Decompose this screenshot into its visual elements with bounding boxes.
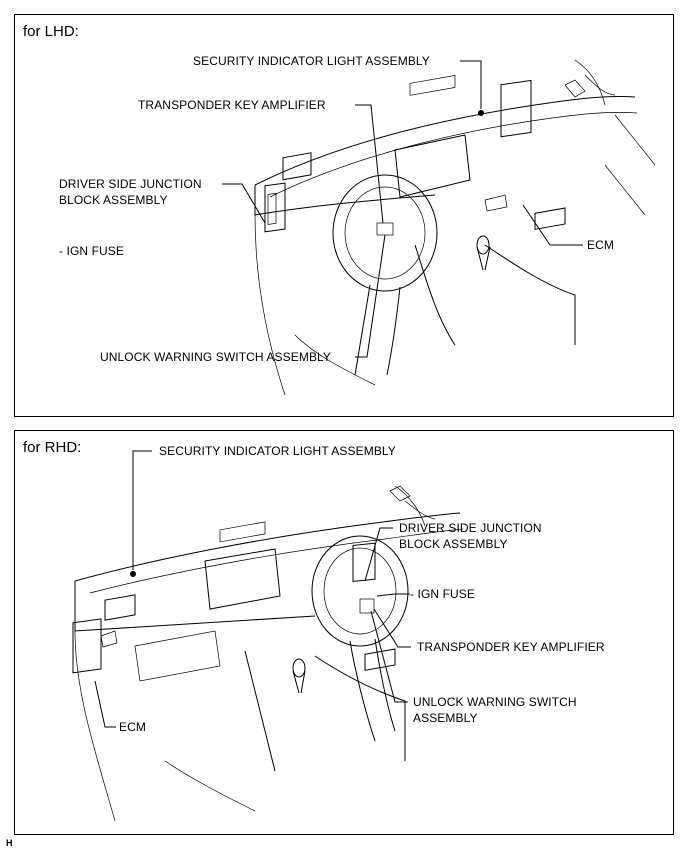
rhd-gear-shift <box>292 670 306 694</box>
lhd-leader-junction <box>222 183 266 224</box>
rhd-console <box>244 650 406 772</box>
rhd-label-security-indicator: SECURITY INDICATOR LIGHT ASSEMBLY <box>159 444 396 458</box>
rhd-label-ign-fuse: - IGN FUSE <box>410 587 476 601</box>
lhd-steering-wheel-outer <box>332 174 438 292</box>
rhd-pillar-right <box>394 485 436 527</box>
rhd-label-junction-line2: BLOCK ASSEMBLY <box>399 537 508 551</box>
lhd-panel-title: for LHD: <box>23 23 79 40</box>
lhd-label-ecm: ECM <box>587 238 614 252</box>
rhd-leader-unlock <box>370 610 408 703</box>
rhd-dashboard-illustration <box>72 450 464 822</box>
lhd-panel: for LHD: <box>14 14 674 417</box>
rhd-transponder-amp <box>359 598 375 614</box>
rhd-lower-trim <box>74 630 256 822</box>
rhd-leader-security <box>132 450 152 570</box>
lhd-center-vents <box>409 75 456 96</box>
rhd-panel-title: for RHD: <box>23 439 82 456</box>
rhd-security-light <box>130 571 136 577</box>
rhd-label-ecm: ECM <box>119 720 146 734</box>
lhd-pillar-right <box>574 59 616 106</box>
lhd-gear-knob <box>476 235 490 255</box>
lhd-dashboard-illustration <box>222 59 656 396</box>
rhd-dash-top-edge <box>74 512 461 582</box>
lhd-leader-transponder <box>355 104 384 224</box>
rhd-label-unlock-line2: ASSEMBLY <box>413 711 478 725</box>
rhd-mirror <box>389 485 411 502</box>
lhd-left-vent <box>282 152 312 181</box>
lhd-security-light <box>478 110 484 116</box>
lhd-lower-trim <box>254 214 376 396</box>
lhd-junction-block <box>264 182 286 233</box>
rhd-left-vent <box>104 594 136 621</box>
lhd-label-junction-line2: BLOCK ASSEMBLY <box>59 193 168 207</box>
rhd-dash-front-edge <box>74 581 316 632</box>
rhd-panel: for RHD: <box>14 430 674 835</box>
rhd-gear-knob <box>292 658 306 678</box>
rhd-junction-block <box>352 542 376 583</box>
lhd-junction-block-detail <box>267 192 277 225</box>
rhd-ecm <box>72 618 102 674</box>
lhd-console-vents <box>534 207 566 230</box>
rhd-glove-box <box>134 630 221 682</box>
rhd-center-vents <box>219 521 266 543</box>
lhd-leader-security <box>460 60 482 109</box>
lhd-label-transponder: TRANSPONDER KEY AMPLIFIER <box>138 98 326 112</box>
lhd-leader-unlock <box>355 234 386 358</box>
lhd-steering-wheel-inner <box>344 186 426 280</box>
rhd-center-stack <box>204 548 281 610</box>
figure-code: H <box>6 838 13 848</box>
lhd-console <box>414 244 576 346</box>
rhd-label-junction-line1: DRIVER SIDE JUNCTION <box>399 521 542 535</box>
rhd-label-unlock-line1: UNLOCK WARNING SWITCH <box>413 695 577 709</box>
lhd-right-door <box>604 114 656 216</box>
rhd-leader-ecm <box>94 680 116 728</box>
rhd-leader-transponder <box>373 608 411 648</box>
lhd-steering-column <box>354 284 401 376</box>
lhd-label-security-indicator: SECURITY INDICATOR LIGHT ASSEMBLY <box>193 54 430 68</box>
rhd-steering-wheel-outer <box>311 535 409 647</box>
rhd-leader-ign-fuse <box>376 593 410 597</box>
rhd-ecm-bracket <box>100 630 118 648</box>
lhd-label-ign-fuse: - IGN FUSE <box>59 244 125 258</box>
rhd-dash-top-edge-2 <box>89 528 464 594</box>
lhd-label-junction-line1: DRIVER SIDE JUNCTION <box>59 177 202 191</box>
rhd-leader-junction <box>364 527 393 582</box>
lhd-ecm <box>500 79 532 138</box>
lhd-dash-front-edge <box>254 185 436 216</box>
lhd-ecm-bracket <box>484 194 508 212</box>
rhd-steering-wheel-inner <box>323 547 397 635</box>
lhd-dash-top-edge <box>254 95 636 186</box>
rhd-steering-column <box>349 638 396 742</box>
lhd-transponder-amp <box>376 222 394 236</box>
lhd-label-unlock-warning: UNLOCK WARNING SWITCH ASSEMBLY <box>100 350 332 364</box>
lhd-center-stack <box>394 134 471 198</box>
lhd-leader-ecm <box>522 204 583 246</box>
rhd-label-transponder: TRANSPONDER KEY AMPLIFIER <box>417 640 605 654</box>
lhd-mirror <box>564 79 586 98</box>
